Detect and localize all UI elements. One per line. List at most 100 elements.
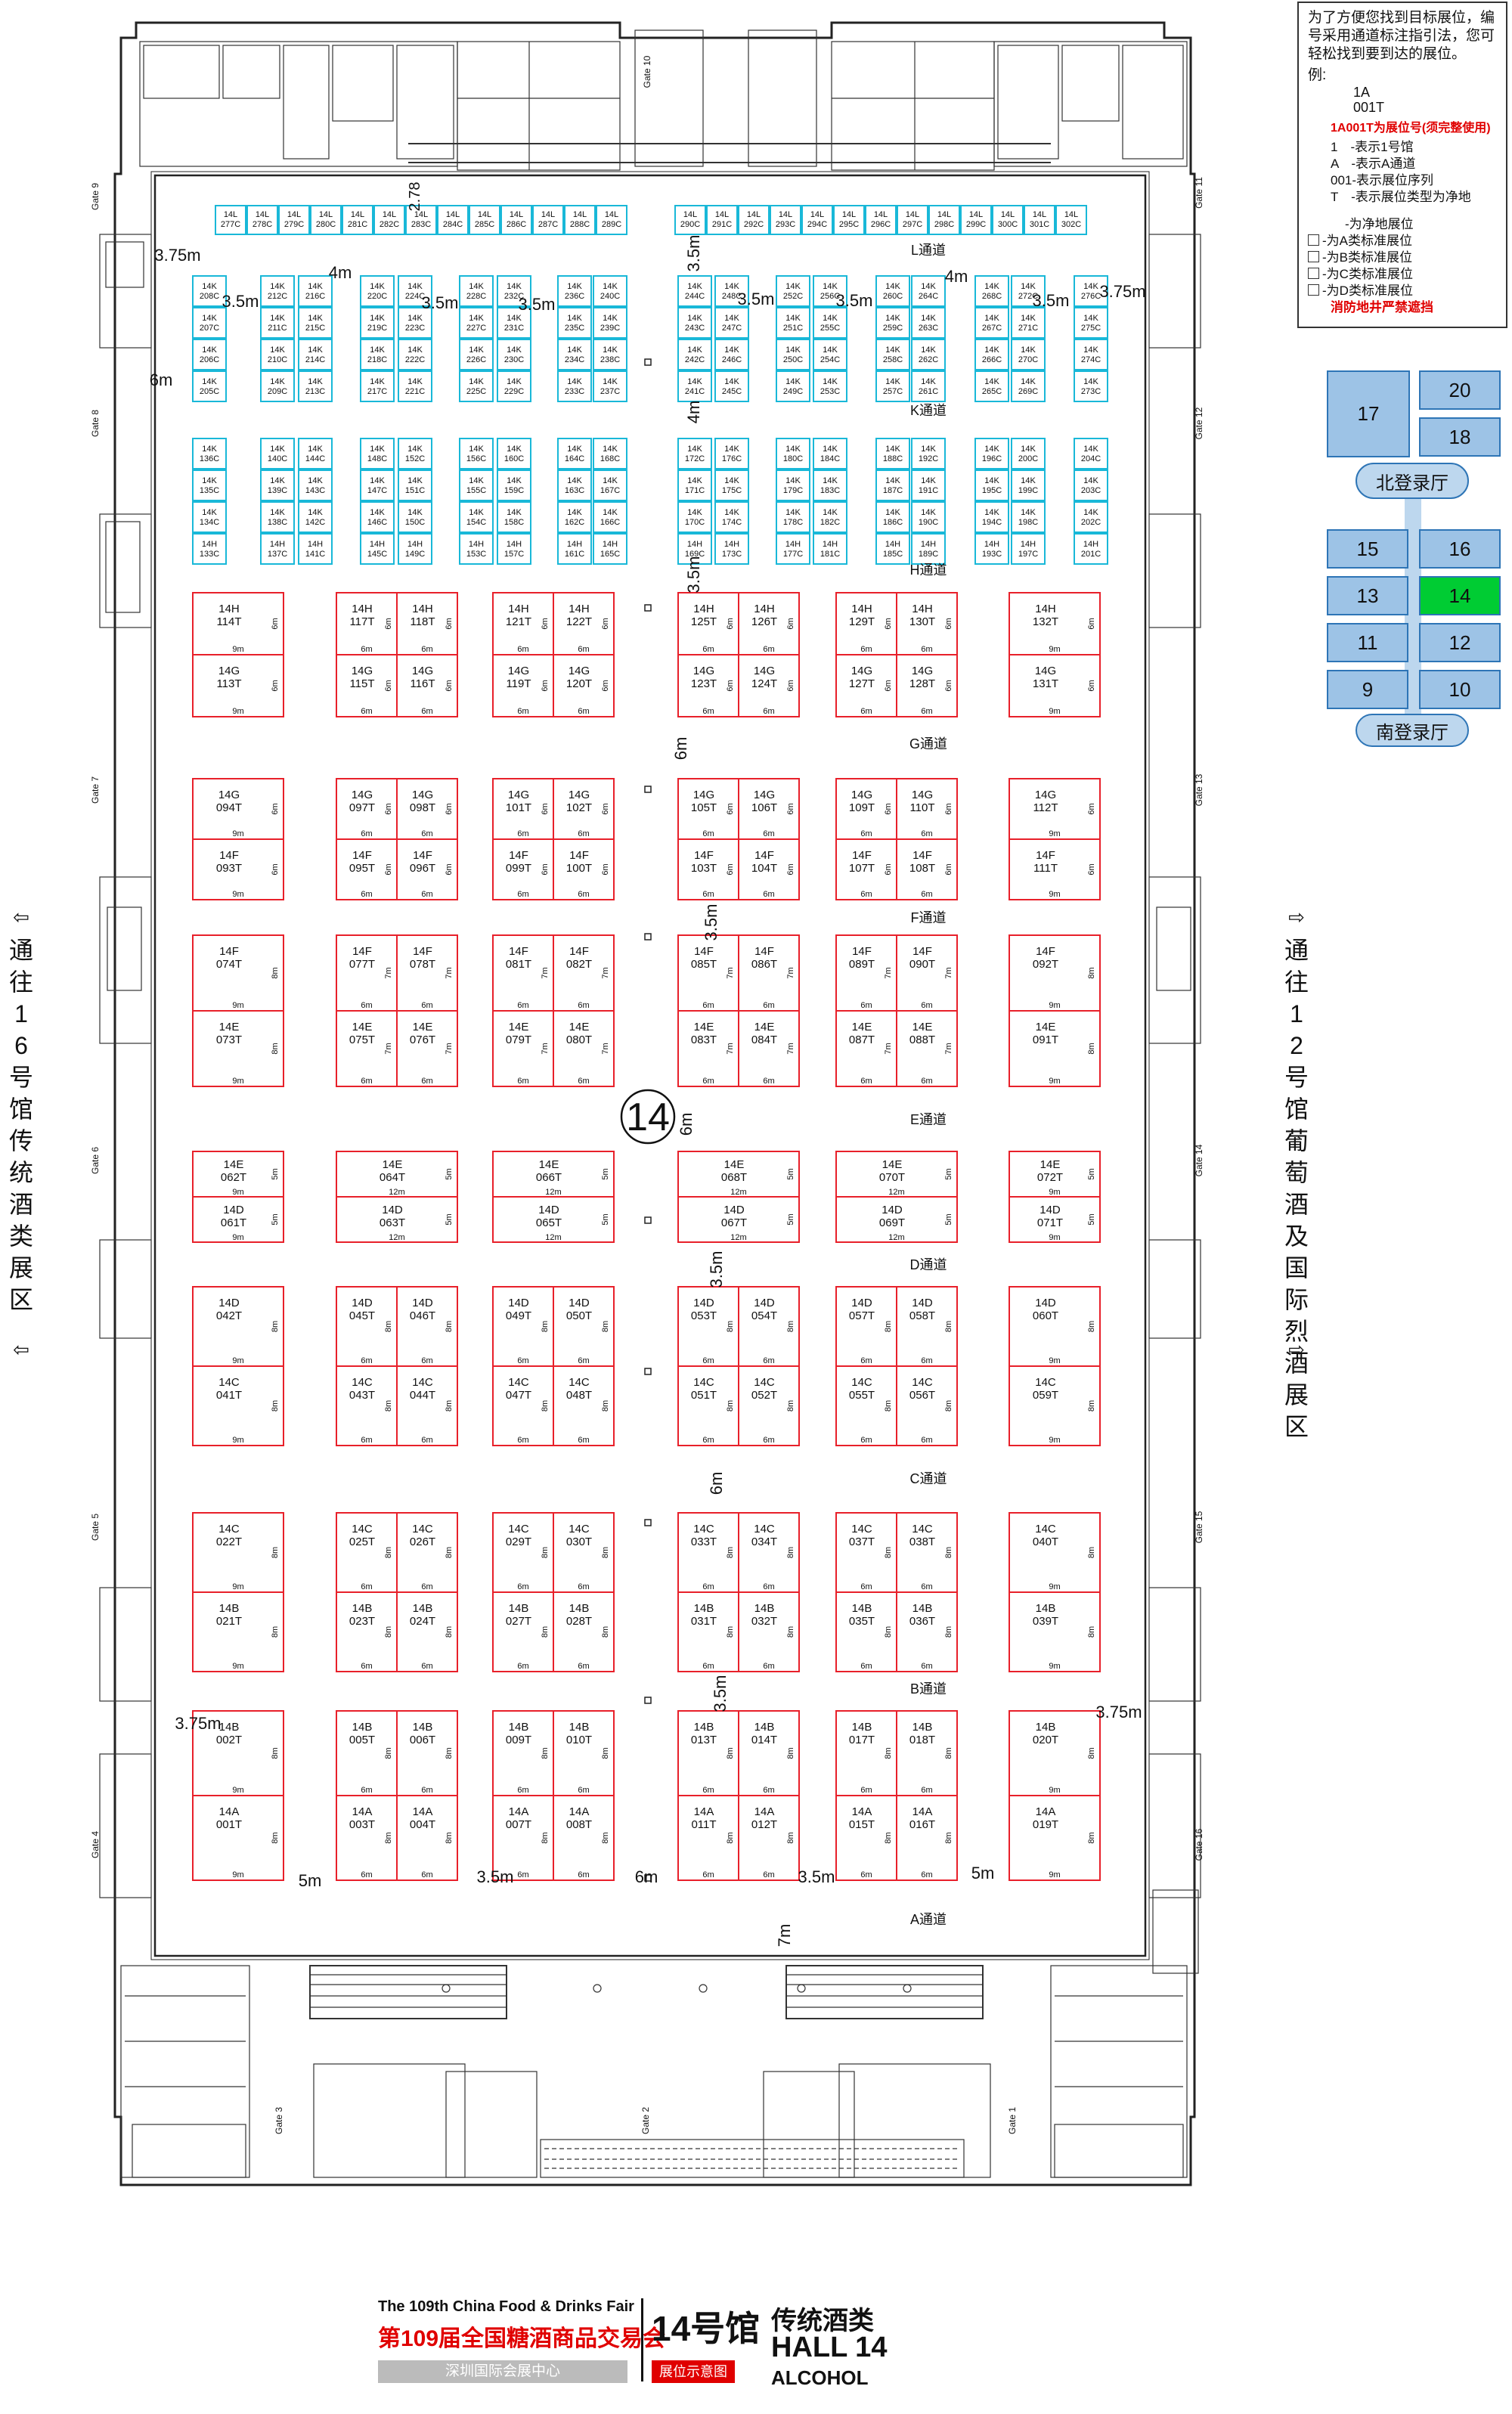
booth-c[interactable] (674, 205, 706, 235)
hall-box-16[interactable]: 16 (1419, 529, 1501, 569)
booth-t[interactable] (1009, 654, 1101, 717)
booth-c[interactable] (192, 339, 227, 370)
booth-t[interactable] (677, 654, 739, 717)
booth-c[interactable] (776, 501, 810, 533)
booth-t[interactable] (738, 654, 800, 717)
booth-c[interactable] (557, 307, 592, 339)
booth-t[interactable] (553, 592, 615, 655)
booth-t[interactable] (1009, 778, 1101, 840)
booth-c[interactable] (875, 275, 910, 307)
booth-t[interactable] (396, 1591, 458, 1672)
booth-c[interactable] (593, 339, 627, 370)
booth-c[interactable] (593, 501, 627, 533)
booth-c[interactable] (360, 370, 395, 402)
booth-t[interactable] (677, 1286, 739, 1367)
booth-t[interactable] (396, 934, 458, 1012)
booth-t[interactable] (1009, 1010, 1101, 1087)
booth-c[interactable] (298, 533, 333, 565)
booth-t[interactable] (738, 1795, 800, 1881)
booth-c[interactable] (360, 469, 395, 501)
booth-c[interactable] (776, 469, 810, 501)
booth-c[interactable] (260, 438, 295, 469)
booth-c[interactable] (192, 438, 227, 469)
booth-c[interactable] (360, 339, 395, 370)
booth-t[interactable] (336, 1795, 398, 1881)
booth-c[interactable] (677, 275, 712, 307)
booth-c[interactable] (260, 307, 295, 339)
booth-t[interactable] (336, 1512, 398, 1593)
booth-c[interactable] (776, 307, 810, 339)
hall-box-9[interactable]: 9 (1327, 670, 1408, 709)
booth-c[interactable] (593, 469, 627, 501)
booth-c[interactable] (360, 307, 395, 339)
booth-c[interactable] (497, 370, 531, 402)
booth-t[interactable] (835, 1710, 897, 1796)
booth-t[interactable] (336, 1591, 398, 1672)
hall-box-13[interactable]: 13 (1327, 576, 1408, 615)
booth-c[interactable] (557, 438, 592, 469)
booth-c[interactable] (373, 205, 405, 235)
booth-c[interactable] (260, 339, 295, 370)
booth-t[interactable] (738, 1010, 800, 1087)
booth-t[interactable] (553, 778, 615, 840)
booth-c[interactable] (497, 533, 531, 565)
booth-c[interactable] (298, 501, 333, 533)
booth-t[interactable] (492, 1196, 615, 1243)
booth-t[interactable] (192, 1010, 284, 1087)
booth-c[interactable] (813, 370, 847, 402)
booth-c[interactable] (360, 533, 395, 565)
booth-t[interactable] (896, 592, 958, 655)
booth-t[interactable] (896, 1010, 958, 1087)
booth-t[interactable] (677, 1710, 739, 1796)
booth-t[interactable] (553, 1591, 615, 1672)
booth-c[interactable] (1074, 307, 1108, 339)
booth-c[interactable] (911, 370, 946, 402)
booth-c[interactable] (557, 501, 592, 533)
booth-t[interactable] (1009, 1512, 1101, 1593)
booth-c[interactable] (260, 275, 295, 307)
booth-c[interactable] (706, 205, 738, 235)
booth-c[interactable] (677, 501, 712, 533)
booth-c[interactable] (714, 307, 749, 339)
booth-c[interactable] (813, 275, 847, 307)
booth-c[interactable] (1074, 533, 1108, 565)
booth-t[interactable] (396, 592, 458, 655)
booth-c[interactable] (974, 533, 1009, 565)
booth-c[interactable] (497, 339, 531, 370)
booth-t[interactable] (896, 1795, 958, 1881)
booth-c[interactable] (398, 307, 432, 339)
booth-t[interactable] (396, 838, 458, 900)
booth-t[interactable] (492, 934, 554, 1012)
booth-c[interactable] (974, 339, 1009, 370)
booth-t[interactable] (835, 838, 897, 900)
booth-c[interactable] (776, 275, 810, 307)
booth-c[interactable] (459, 307, 494, 339)
booth-c[interactable] (593, 307, 627, 339)
booth-c[interactable] (813, 438, 847, 469)
booth-t[interactable] (677, 1196, 800, 1243)
booth-c[interactable] (557, 469, 592, 501)
booth-c[interactable] (1074, 501, 1108, 533)
booth-c[interactable] (360, 438, 395, 469)
booth-t[interactable] (336, 1365, 398, 1446)
booth-c[interactable] (192, 501, 227, 533)
hall-box-20[interactable]: 20 (1419, 370, 1501, 410)
booth-c[interactable] (875, 339, 910, 370)
booth-c[interactable] (677, 339, 712, 370)
booth-t[interactable] (553, 1286, 615, 1367)
booth-t[interactable] (896, 654, 958, 717)
booth-c[interactable] (398, 275, 432, 307)
booth-c[interactable] (1011, 275, 1046, 307)
booth-c[interactable] (310, 205, 342, 235)
booth-c[interactable] (260, 469, 295, 501)
hall-box-14-current[interactable]: 14 (1419, 576, 1501, 615)
booth-t[interactable] (738, 592, 800, 655)
booth-c[interactable] (398, 501, 432, 533)
booth-c[interactable] (260, 501, 295, 533)
booth-t[interactable] (1009, 1196, 1101, 1243)
booth-c[interactable] (974, 307, 1009, 339)
booth-c[interactable] (1011, 533, 1046, 565)
booth-c[interactable] (298, 438, 333, 469)
booth-t[interactable] (192, 778, 284, 840)
booth-t[interactable] (492, 1591, 554, 1672)
